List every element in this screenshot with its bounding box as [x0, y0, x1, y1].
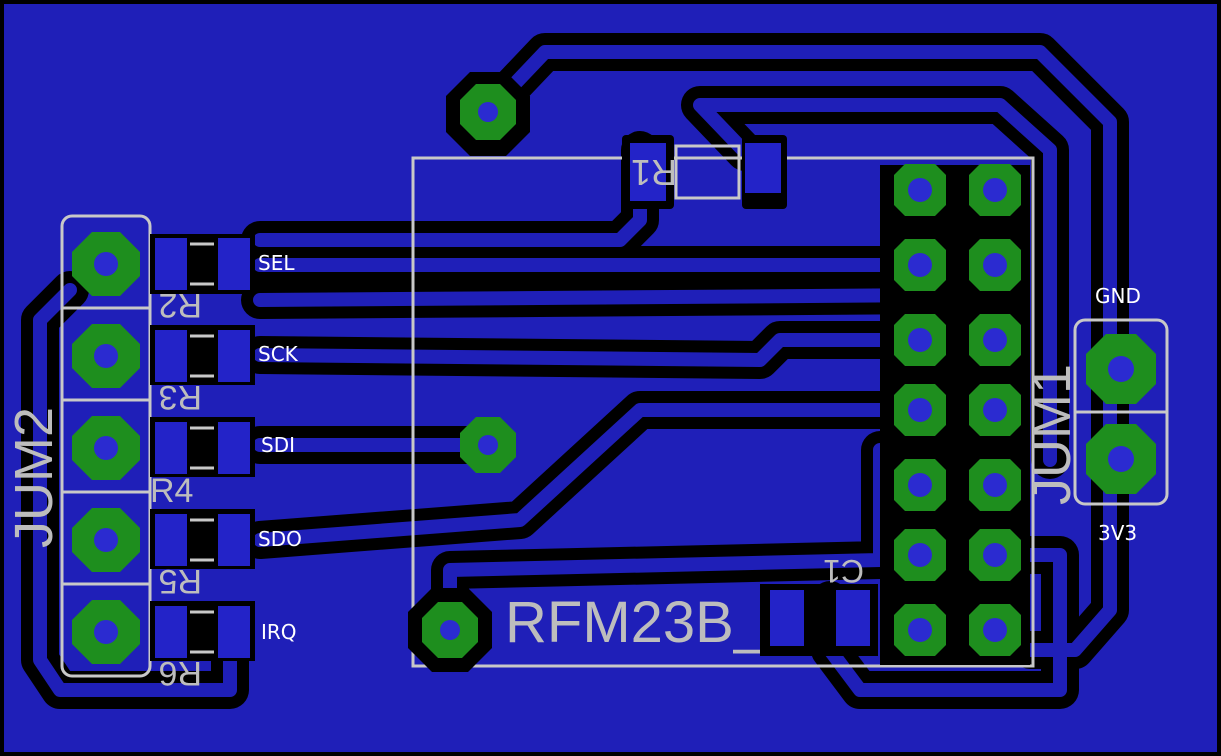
- r4-label: R4: [150, 472, 193, 510]
- net-label-sel: SEL: [258, 251, 295, 275]
- c1-label: C1: [823, 553, 864, 589]
- net-label-gnd: GND: [1095, 284, 1141, 308]
- header-jum1: JUM1: [1022, 318, 1169, 506]
- net-label-sdo: SDO: [258, 527, 302, 551]
- jum2-pads: [72, 232, 140, 664]
- r2-label: R2: [159, 286, 202, 324]
- module-pad-hole: [983, 398, 1007, 422]
- module-pad-hole: [908, 253, 932, 277]
- module-pad-hole: [908, 543, 932, 567]
- jum2-label: JUM2: [4, 407, 64, 548]
- module-pad-hole: [908, 473, 932, 497]
- module-pad-hole: [983, 543, 1007, 567]
- module-vias: [408, 72, 530, 672]
- r5-label: R5: [159, 562, 202, 600]
- net-label-irq: IRQ: [261, 620, 297, 644]
- r6-label: R6: [159, 654, 202, 692]
- module-pad-hole: [908, 328, 932, 352]
- resistor-r1: R1: [622, 135, 787, 209]
- net-label-sdi: SDI: [261, 433, 295, 457]
- r1-label: R1: [631, 152, 677, 193]
- net-label-sck: SCK: [258, 342, 299, 366]
- module-pad-hole: [983, 328, 1007, 352]
- module-pad-hole: [983, 253, 1007, 277]
- module-pad-hole: [908, 618, 932, 642]
- module-header-pads: [880, 164, 1030, 665]
- module-pad-hole: [983, 618, 1007, 642]
- module-label: RFM23B_D: [505, 590, 808, 655]
- module-outline: [411, 156, 1035, 668]
- module-pad-hole: [983, 473, 1007, 497]
- jum1-label: JUM1: [1022, 364, 1082, 505]
- net-label-3v3: 3V3: [1098, 521, 1137, 545]
- capacitor-c1: C1: [760, 553, 878, 656]
- module-pad-hole: [983, 178, 1007, 202]
- module-pad-hole: [908, 398, 932, 422]
- resistor-array: R2 R3 R4 R5 R6: [150, 234, 255, 692]
- r3-label: R3: [159, 378, 202, 416]
- module-pad-hole: [908, 178, 932, 202]
